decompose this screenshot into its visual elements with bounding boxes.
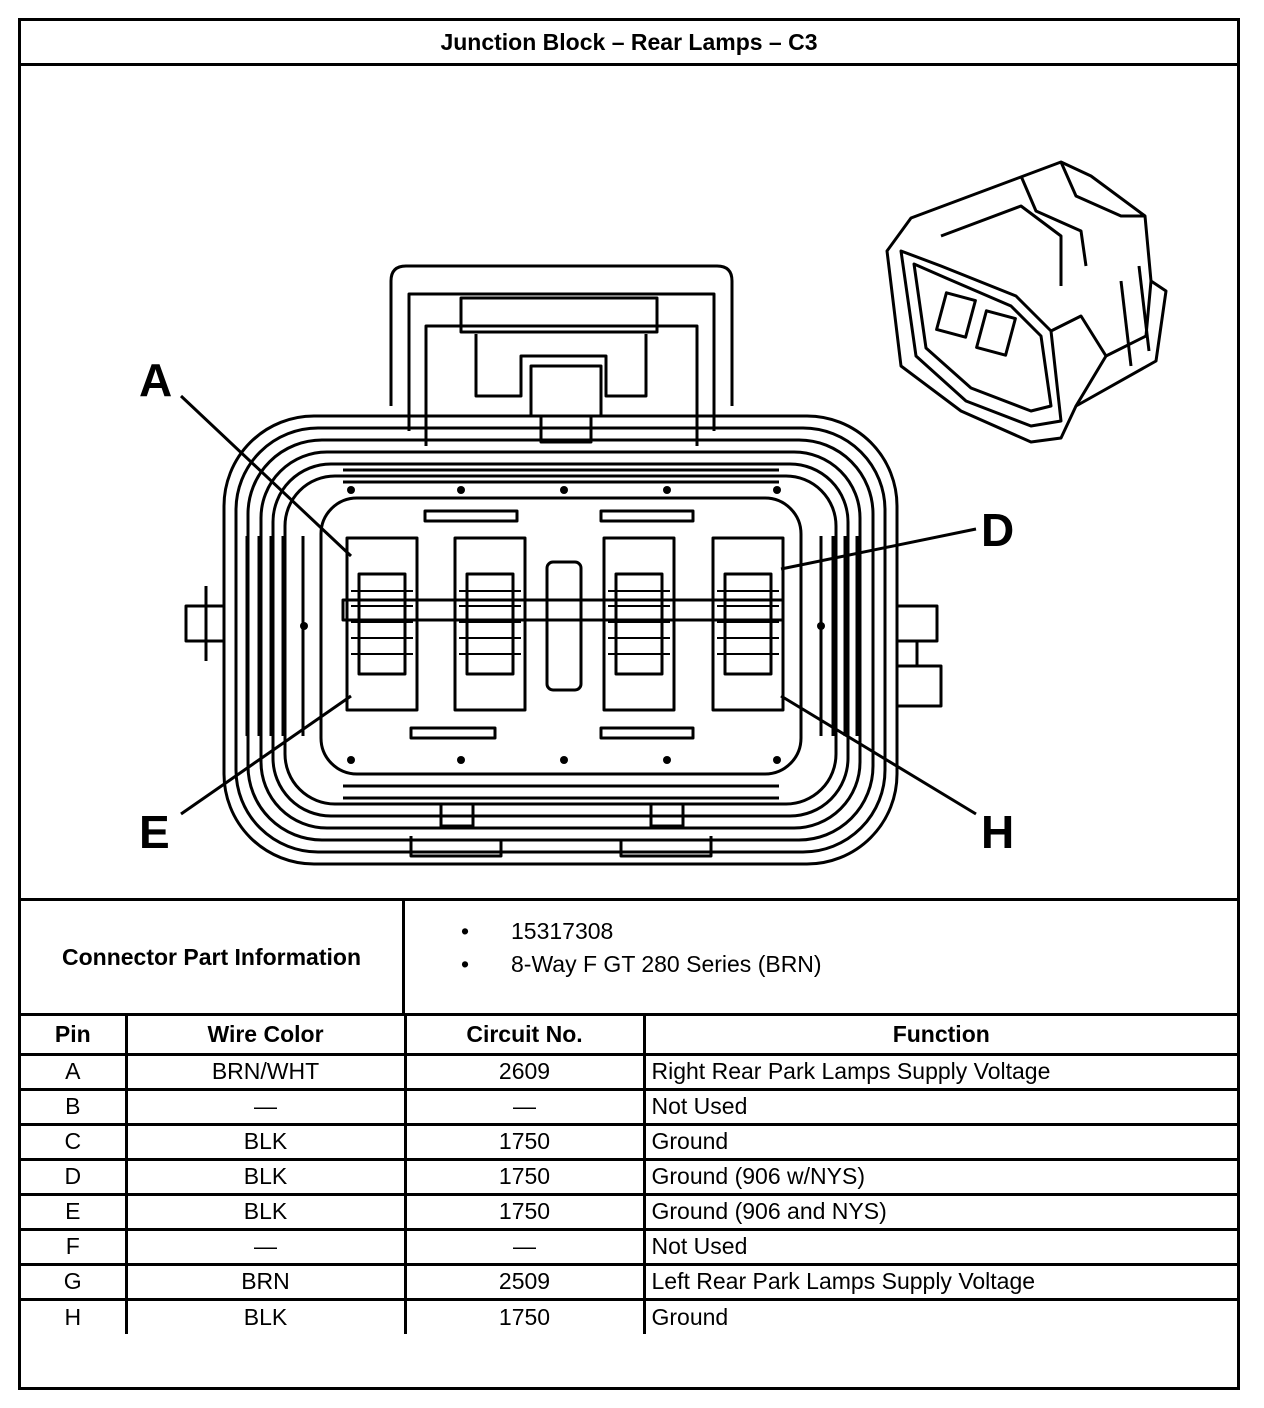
function-cell: Ground [642, 1122, 1237, 1161]
function-cell: Not Used [642, 1227, 1237, 1266]
leader-line-h [780, 694, 977, 816]
table-row: H BLK 1750 Ground [21, 1297, 1237, 1334]
function-cell: Left Rear Park Lamps Supply Voltage [642, 1262, 1237, 1301]
pin-label-d: D [981, 504, 1014, 556]
table-row: C BLK 1750 Ground [21, 1122, 1237, 1161]
wire-color-cell: BLK [124, 1157, 407, 1196]
circuit-cell: 1750 [403, 1157, 646, 1196]
pin-label-a: A [139, 354, 172, 406]
connector-info-label: Connector Part Information [21, 901, 405, 1013]
header-pin: Pin [21, 1016, 128, 1056]
function-cell: Right Rear Park Lamps Supply Voltage [642, 1052, 1237, 1091]
pin-cell: H [21, 1297, 128, 1334]
connector-iso-view [885, 160, 1168, 444]
leader-line-d [780, 527, 977, 571]
connector-description: 8-Way F GT 280 Series (BRN) [451, 948, 822, 981]
circuit-cell: 1750 [403, 1192, 646, 1231]
circuit-cell: — [403, 1227, 646, 1266]
table-row: D BLK 1750 Ground (906 w/NYS) [21, 1157, 1237, 1196]
table-header-row: Pin Wire Color Circuit No. Function [21, 1016, 1237, 1056]
function-cell: Ground (906 w/NYS) [642, 1157, 1237, 1196]
circuit-cell: 1750 [403, 1297, 646, 1334]
wire-color-cell: BLK [124, 1192, 407, 1231]
table-row: E BLK 1750 Ground (906 and NYS) [21, 1192, 1237, 1231]
table-row: A BRN/WHT 2609 Right Rear Park Lamps Sup… [21, 1052, 1237, 1091]
wire-color-cell: BLK [124, 1297, 407, 1334]
pinout-table: Pin Wire Color Circuit No. Function A BR… [21, 1016, 1237, 1334]
pin-cell: A [21, 1052, 128, 1091]
pin-cell: E [21, 1192, 128, 1231]
wire-color-cell: BLK [124, 1122, 407, 1161]
circuit-cell: 2509 [403, 1262, 646, 1301]
connector-part-info: Connector Part Information 15317308 8-Wa… [21, 898, 1237, 1016]
connector-info-list: 15317308 8-Way F GT 280 Series (BRN) [451, 915, 822, 981]
pin-cell: C [21, 1122, 128, 1161]
circuit-cell: 1750 [403, 1122, 646, 1161]
table-row: G BRN 2509 Left Rear Park Lamps Supply V… [21, 1262, 1237, 1301]
wire-color-cell: — [124, 1227, 407, 1266]
leader-line-e [180, 694, 352, 816]
wire-color-cell: — [124, 1087, 407, 1126]
pin-label-h: H [981, 806, 1014, 858]
wire-color-cell: BRN [124, 1262, 407, 1301]
page-title: Junction Block – Rear Lamps – C3 [21, 21, 1237, 66]
function-cell: Ground [642, 1297, 1237, 1334]
connector-diagram: A D E H [21, 66, 1237, 898]
pin-cell: B [21, 1087, 128, 1126]
leader-line-a [179, 394, 353, 558]
function-cell: Not Used [642, 1087, 1237, 1126]
pin-cell: G [21, 1262, 128, 1301]
pin-label-e: E [139, 806, 170, 858]
connector-part-number: 15317308 [451, 915, 822, 948]
connector-face-drawing: A D E H [139, 160, 1168, 866]
pin-cell: F [21, 1227, 128, 1266]
wire-color-cell: BRN/WHT [124, 1052, 407, 1091]
function-cell: Ground (906 and NYS) [642, 1192, 1237, 1231]
circuit-cell: 2609 [403, 1052, 646, 1091]
table-row: F — — Not Used [21, 1227, 1237, 1266]
header-circuit: Circuit No. [403, 1016, 646, 1056]
header-function: Function [642, 1016, 1237, 1056]
pin-cell: D [21, 1157, 128, 1196]
header-wire-color: Wire Color [124, 1016, 407, 1056]
connector-sheet: Junction Block – Rear Lamps – C3 [18, 18, 1240, 1390]
table-row: B — — Not Used [21, 1087, 1237, 1126]
circuit-cell: — [403, 1087, 646, 1126]
